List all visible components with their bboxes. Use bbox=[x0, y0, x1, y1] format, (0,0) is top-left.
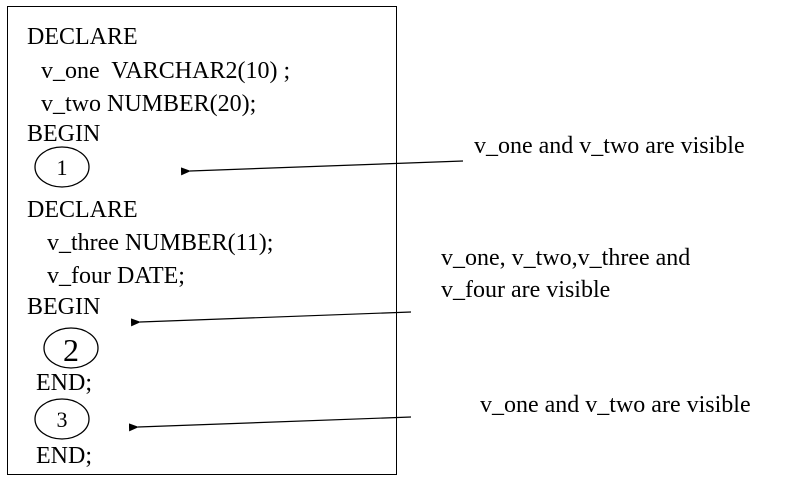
inner-variable-v-three: v_three NUMBER(11); bbox=[47, 230, 274, 256]
arrow-to-marker-3 bbox=[128, 416, 412, 432]
inner-end-keyword: END; bbox=[36, 370, 92, 396]
marker-1: 1 bbox=[34, 146, 90, 188]
outer-end-keyword: END; bbox=[36, 443, 92, 469]
outer-variable-v-two: v_two NUMBER(20); bbox=[41, 91, 257, 117]
visibility-note-point-1: v_one and v_two are visible bbox=[474, 133, 745, 159]
inner-begin-keyword: BEGIN bbox=[27, 294, 101, 320]
visibility-note-point-2-line-2: v_four are visible bbox=[441, 277, 611, 303]
arrow-to-marker-2 bbox=[130, 311, 412, 327]
inner-declare-keyword: DECLARE bbox=[27, 197, 138, 223]
marker-3-number: 3 bbox=[57, 407, 68, 432]
marker-3-circle bbox=[34, 398, 90, 440]
marker-1-circle bbox=[34, 146, 90, 188]
outer-declare-keyword: DECLARE bbox=[27, 24, 138, 50]
outer-begin-keyword: BEGIN bbox=[27, 121, 101, 147]
marker-2: 2 bbox=[43, 327, 99, 369]
marker-2-circle bbox=[43, 327, 99, 369]
marker-2-number: 2 bbox=[63, 332, 79, 368]
outer-variable-v-one: v_one VARCHAR2(10) ; bbox=[41, 58, 291, 84]
marker-3: 3 bbox=[34, 398, 90, 440]
marker-1-number: 1 bbox=[57, 155, 68, 180]
visibility-note-point-3: v_one and v_two are visible bbox=[480, 392, 751, 418]
arrow-to-marker-1 bbox=[180, 160, 464, 176]
inner-variable-v-four: v_four DATE; bbox=[47, 263, 185, 289]
visibility-note-point-2-line-1: v_one, v_two,v_three and bbox=[441, 245, 691, 271]
code-block-frame bbox=[7, 6, 397, 475]
